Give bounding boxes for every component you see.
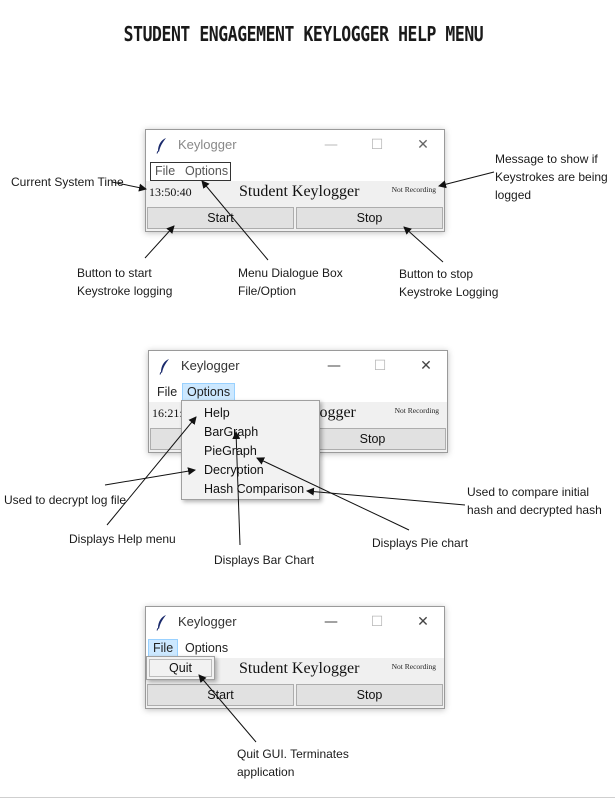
page-divider	[0, 797, 615, 798]
start-button[interactable]: Start	[147, 684, 294, 706]
keylogger-window-main: Keylogger — ☐ ✕ File Options 13:50:40 St…	[145, 129, 445, 232]
menu-item-bargraph[interactable]: BarGraph	[204, 425, 259, 439]
start-button[interactable]: Start	[147, 207, 294, 229]
maximize-icon[interactable]: ☐	[373, 358, 387, 374]
arrow-current-time	[111, 181, 147, 192]
app-title: Student Keylogger	[239, 660, 360, 677]
current-time: 16:21:	[152, 406, 183, 420]
maximize-icon[interactable]: ☐	[370, 614, 384, 630]
annotation-menu-box: Menu Dialogue Box File/Option	[238, 266, 343, 298]
annotation-help: Displays Help menu	[69, 532, 176, 546]
menu-highlight-box	[150, 162, 231, 181]
menu-item-hash-comparison[interactable]: Hash Comparison	[204, 482, 305, 496]
arrow-pie-chart	[256, 457, 410, 531]
recording-status: Not Recording	[394, 406, 439, 415]
arrow-hash-compare	[306, 487, 466, 506]
arrow-menu-box	[201, 180, 269, 261]
minimize-icon[interactable]: —	[327, 358, 341, 374]
arrow-help	[106, 416, 197, 526]
minimize-icon[interactable]: —	[324, 614, 338, 630]
annotation-start-button: Button to start Keystroke logging	[77, 266, 173, 298]
menu-file[interactable]: File	[155, 164, 176, 178]
annotation-quit: Quit GUI. Terminates application	[237, 747, 349, 779]
current-time: 13:50:40	[149, 185, 192, 199]
arrow-quit	[198, 674, 257, 743]
options-dropdown: Help BarGraph PieGraph Decryption Hash C…	[181, 400, 320, 500]
menu-bar: File Options	[149, 382, 447, 402]
stop-button[interactable]: Stop	[296, 684, 443, 706]
menu-bar: File Options	[146, 161, 444, 181]
app-title: logger	[315, 404, 356, 421]
menu-file[interactable]: File	[157, 385, 178, 399]
app-title: Student Keylogger	[239, 183, 360, 200]
minimize-icon[interactable]: —	[324, 137, 338, 153]
menu-item-quit[interactable]: Quit	[149, 659, 212, 677]
feather-icon	[156, 138, 166, 154]
title-bar[interactable]: Keylogger — ☐ ✕	[149, 351, 447, 382]
annotation-stop-button: Button to stop Keystroke Logging	[399, 267, 499, 299]
menu-options[interactable]: Options	[185, 164, 229, 178]
annotation-hash-compare: Used to compare initial hash and decrypt…	[467, 485, 602, 517]
annotation-pie-chart: Displays Pie chart	[372, 536, 469, 550]
arrow-start-button	[144, 225, 175, 259]
menu-options[interactable]: Options	[182, 383, 236, 401]
title-bar[interactable]: Keylogger — ☐ ✕	[146, 607, 444, 638]
menu-options[interactable]: Options	[185, 641, 229, 655]
annotation-decrypt: Used to decrypt log file	[4, 493, 127, 507]
window-title: Keylogger	[181, 358, 240, 373]
feather-icon	[159, 359, 169, 375]
stop-button[interactable]: Stop	[296, 207, 443, 229]
menu-item-decryption[interactable]: Decryption	[204, 463, 264, 477]
annotation-current-time: Current System Time	[11, 175, 124, 189]
annotation-message: Message to show if Keystrokes are being …	[495, 152, 608, 202]
title-bar[interactable]: Keylogger — ☐ ✕	[146, 130, 444, 161]
window-title: Keylogger	[178, 614, 237, 629]
annotation-bar-chart: Displays Bar Chart	[214, 553, 315, 567]
menu-item-help[interactable]: Help	[204, 406, 230, 420]
arrow-decrypt	[104, 467, 196, 486]
feather-icon	[156, 615, 166, 631]
keylogger-window-file: Keylogger — ☐ ✕ File Options Student Key…	[145, 606, 445, 709]
arrow-bar-chart	[232, 431, 241, 546]
maximize-icon[interactable]: ☐	[370, 137, 384, 153]
page-title: STUDENT ENGAGEMENT KEYLOGGER HELP MENU	[123, 22, 484, 46]
close-icon[interactable]: ✕	[417, 614, 429, 630]
arrow-stop-button	[403, 226, 444, 263]
window-title: Keylogger	[178, 137, 237, 152]
stop-button[interactable]: Stop	[299, 428, 446, 450]
close-icon[interactable]: ✕	[420, 358, 432, 374]
close-icon[interactable]: ✕	[417, 137, 429, 153]
recording-status: Not Recording	[391, 662, 436, 671]
menu-item-piegraph[interactable]: PieGraph	[204, 444, 257, 458]
arrow-message	[438, 171, 495, 189]
recording-status: Not Recording	[391, 185, 436, 194]
